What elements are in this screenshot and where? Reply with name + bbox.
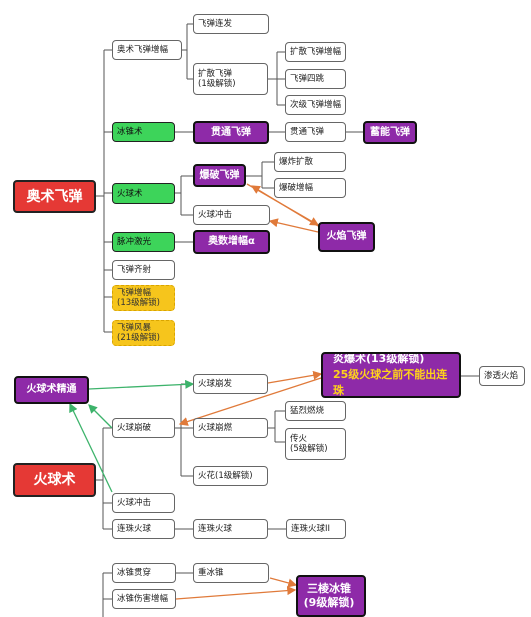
node-triple-ice-spike[interactable]: 三棱冰锥 (9级解锁) (296, 575, 366, 617)
node-pyroblast[interactable]: 炎爆术(13级解锁) 25级火球之前不能出连珠 (321, 352, 461, 398)
node-explosion-spread[interactable]: 爆炸扩散 (274, 152, 346, 172)
triple-ice-spike-title: 三棱冰锥 (307, 582, 351, 595)
node-arcane-missile-root[interactable]: 奥术飞弹 (13, 180, 96, 213)
node-ice-spike-damage-boost[interactable]: 冰锥伤害增幅 (112, 589, 176, 609)
node-pulse-laser[interactable]: 脉冲激光 (112, 232, 175, 252)
node-flame-missile[interactable]: 火焰飞弹 (318, 222, 375, 252)
node-blast-boost[interactable]: 爆破增幅 (274, 178, 346, 198)
node-fire-spread-5[interactable]: 传火 (5级解锁) (285, 428, 346, 460)
node-fireball-burst[interactable]: 火球崩破 (112, 418, 175, 438)
node-ice-spike-pierce[interactable]: 冰锥贯穿 (112, 563, 176, 583)
node-pierce-missile[interactable]: 贯通飞弹 (193, 121, 269, 144)
node-arcane-missile-boost[interactable]: 奥术飞弹增幅 (112, 40, 182, 60)
node-chain-fireball-2[interactable]: 连珠火球II (286, 519, 346, 539)
node-fireball-impact-2[interactable]: 火球冲击 (112, 493, 175, 513)
node-missile-volley[interactable]: 飞弹齐射 (112, 260, 175, 280)
node-charged-missile[interactable]: 蓄能飞弹 (363, 121, 417, 144)
node-missile-burst[interactable]: 飞弹连发 (193, 14, 269, 34)
node-pierce-missile-upgrade[interactable]: 贯通飞弹 (285, 122, 346, 142)
arrows (69, 183, 323, 600)
node-fireball-impact[interactable]: 火球冲击 (193, 205, 270, 225)
node-missile-boost-13[interactable]: 飞弹增幅 (13级解锁) (112, 285, 175, 311)
node-chain-fireball-upgrade[interactable]: 连珠火球 (193, 519, 268, 539)
node-missile-storm-21[interactable]: 飞弹风暴 (21级解锁) (112, 320, 175, 346)
node-fireball-eruption[interactable]: 火球崩发 (193, 374, 268, 394)
node-fireball-ignite[interactable]: 火球崩燃 (193, 418, 268, 438)
node-heavy-ice-spike[interactable]: 重冰锥 (193, 563, 269, 583)
node-chain-fireball[interactable]: 连珠火球 (112, 519, 175, 539)
node-fireball-root[interactable]: 火球术 (13, 463, 96, 497)
node-secondary-missile-boost[interactable]: 次级飞弹增幅 (285, 95, 346, 115)
triple-ice-spike-sub: (9级解锁) (303, 596, 355, 609)
node-spark-1[interactable]: 火花(1级解锁) (193, 466, 268, 486)
node-blast-missile[interactable]: 爆破飞弹 (193, 164, 246, 187)
node-fireball-mastery[interactable]: 火球术精通 (14, 376, 89, 404)
node-arcane-boost-alpha[interactable]: 奥数增幅α (193, 230, 270, 254)
pyroblast-note: 25级火球之前不能出连珠 (333, 368, 448, 397)
node-spread-missile-boost[interactable]: 扩散飞弹增幅 (285, 42, 346, 62)
node-ice-spike[interactable]: 冰锥术 (112, 122, 175, 142)
tree-branches (96, 23, 479, 617)
node-missile-four-bounce[interactable]: 飞弹四跳 (285, 69, 346, 89)
node-penetrating-flame[interactable]: 渗透火焰 (479, 366, 525, 386)
pyroblast-title: 炎爆术(13级解锁) (333, 352, 425, 365)
node-fireball[interactable]: 火球术 (112, 183, 175, 204)
node-fierce-burn[interactable]: 猛烈燃烧 (285, 401, 346, 421)
node-spread-missile[interactable]: 扩散飞弹 (1级解锁) (193, 63, 268, 95)
